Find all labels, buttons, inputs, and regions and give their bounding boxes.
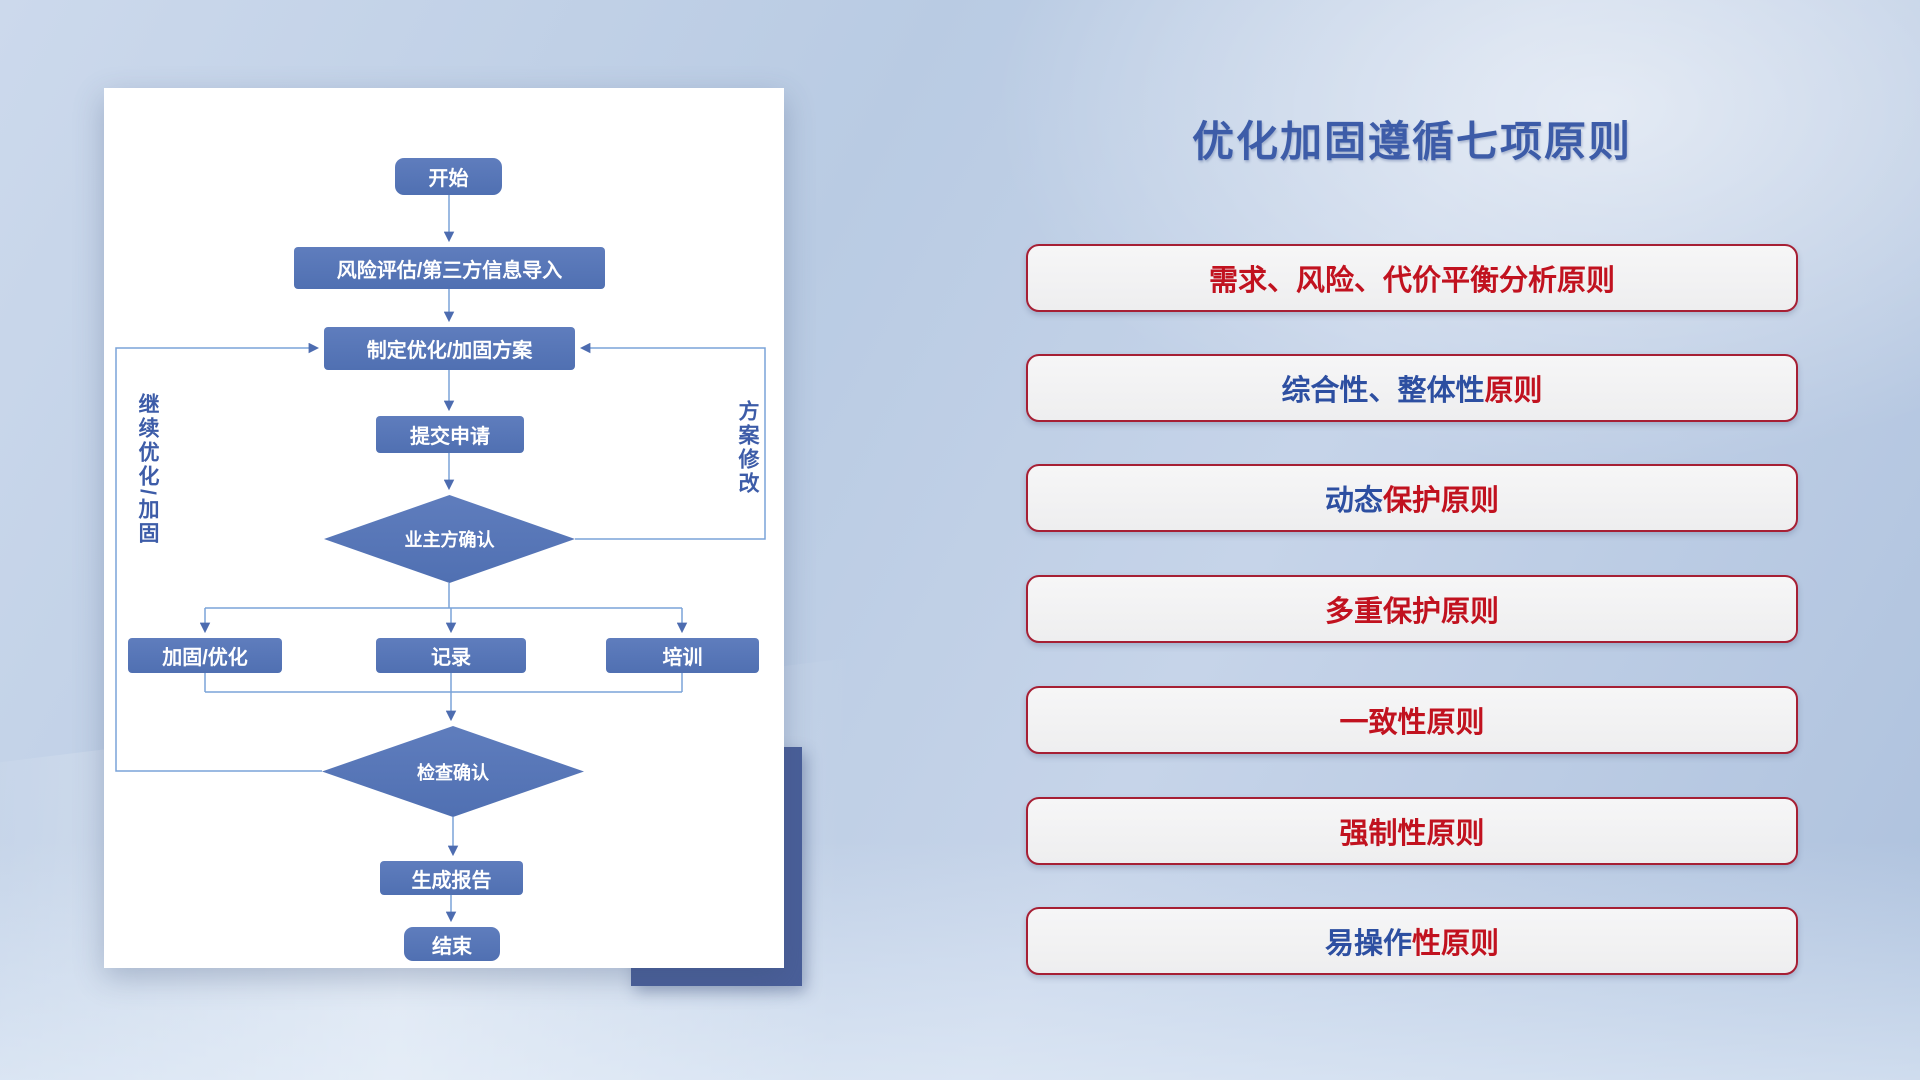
principle-item-2: 综合性、整体性原则 bbox=[1026, 354, 1798, 422]
principle-text-red: 性原则 bbox=[1412, 928, 1500, 960]
flow-node-start: 开始 bbox=[395, 158, 502, 195]
loop-label-plan-revise: 方案修改 bbox=[736, 400, 759, 496]
principle-text-red: 多重保护原则 bbox=[1324, 596, 1499, 628]
flow-node-submit: 提交申请 bbox=[376, 416, 524, 453]
flowchart-card: 开始 风险评估/第三方信息导入 制定优化/加固方案 提交申请 业主方确认 加固/… bbox=[104, 88, 784, 968]
principle-text-red: 需求、风险、代价平衡分析原则 bbox=[1208, 265, 1615, 297]
principle-item-5: 一致性原则 bbox=[1026, 686, 1798, 754]
principle-item-7: 易操作性原则 bbox=[1026, 907, 1798, 975]
principle-item-4: 多重保护原则 bbox=[1026, 575, 1798, 643]
flow-node-risk-import: 风险评估/第三方信息导入 bbox=[294, 247, 605, 289]
flow-connectors bbox=[115, 195, 766, 923]
principle-text-blue: 易操作 bbox=[1324, 928, 1412, 960]
principles-panel: 优化加固遵循七项原则 需求、风险、代价平衡分析原则 综合性、整体性原则 动态保护… bbox=[1026, 0, 1798, 1080]
flow-node-report: 生成报告 bbox=[380, 861, 523, 895]
principle-text-blue: 综合性、整体性 bbox=[1281, 375, 1485, 407]
flow-node-training: 培训 bbox=[606, 638, 759, 673]
principle-text-red: 保护原则 bbox=[1383, 485, 1500, 517]
principle-text-blue: 动态 bbox=[1324, 485, 1383, 517]
principle-text-red: 一致性原则 bbox=[1339, 707, 1485, 739]
flow-node-check-confirm: 检查确认 bbox=[322, 726, 584, 817]
principle-text-red: 原则 bbox=[1484, 375, 1543, 407]
flow-node-harden: 加固/优化 bbox=[128, 638, 282, 673]
flow-node-make-plan: 制定优化/加固方案 bbox=[324, 327, 575, 370]
flow-node-owner-confirm: 业主方确认 bbox=[324, 495, 575, 583]
loop-label-continue-optimize: 继续优化/加固 bbox=[136, 393, 159, 546]
flow-node-end: 结束 bbox=[404, 927, 500, 961]
flow-node-check-confirm-label: 检查确认 bbox=[417, 762, 489, 783]
flow-node-owner-confirm-label: 业主方确认 bbox=[404, 530, 495, 550]
principle-item-6: 强制性原则 bbox=[1026, 797, 1798, 865]
flow-node-record: 记录 bbox=[376, 638, 526, 673]
principle-text-red: 强制性原则 bbox=[1339, 818, 1485, 850]
page-title: 优化加固遵循七项原则 bbox=[1191, 118, 1632, 165]
principle-item-3: 动态保护原则 bbox=[1026, 464, 1798, 532]
principle-item-1: 需求、风险、代价平衡分析原则 bbox=[1026, 244, 1798, 312]
